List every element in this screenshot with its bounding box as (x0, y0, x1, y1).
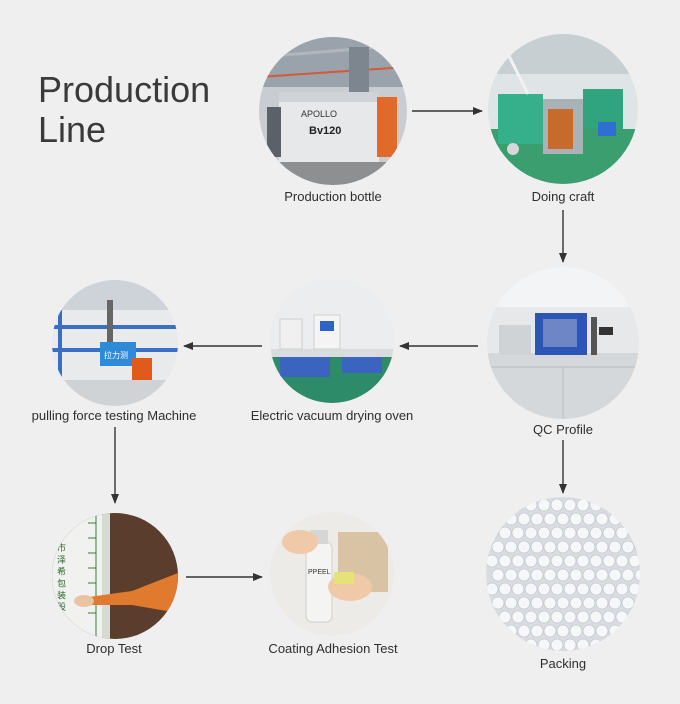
title-line-2: Line (38, 109, 107, 150)
electric-vacuum-drying-oven-label: Electric vacuum drying oven (250, 408, 414, 423)
production-bottle-photo: APOLLO Bv120 (259, 37, 407, 185)
coating-adhesion-test-label: Coating Adhesion Test (268, 641, 398, 656)
title-line-1: Production (38, 69, 211, 110)
production-bottle-label: Production bottle (284, 189, 382, 204)
pulling-force-testing-machine-photo: 拉力测 (52, 280, 178, 406)
doing-craft-label: Doing craft (531, 189, 595, 204)
packing-photo (486, 497, 640, 651)
drop-test-ruler-text: 市 泽 希 包 装 股 份 (55, 542, 66, 624)
pulling-force-testing-machine-label: pulling force testing Machine (31, 408, 197, 423)
drop-test-label: Drop Test (86, 641, 142, 656)
doing-craft-photo (488, 34, 638, 184)
packing-label: Packing (539, 656, 587, 671)
drop-test-photo: 市 泽 希 包 装 股 份 (52, 513, 178, 639)
coating-bottle-text: PPEEL (308, 569, 331, 576)
machine-model-text: Bv120 (309, 125, 341, 137)
page-title: Production Line (38, 70, 210, 150)
coating-adhesion-test-photo: PPEEL (270, 512, 394, 636)
machine-brand-text: APOLLO (301, 109, 337, 119)
qc-profile-photo (487, 267, 639, 419)
electric-vacuum-drying-oven-photo (270, 279, 394, 403)
qc-profile-label: QC Profile (533, 422, 593, 437)
pulling-machine-sign-text: 拉力测 (104, 350, 128, 360)
